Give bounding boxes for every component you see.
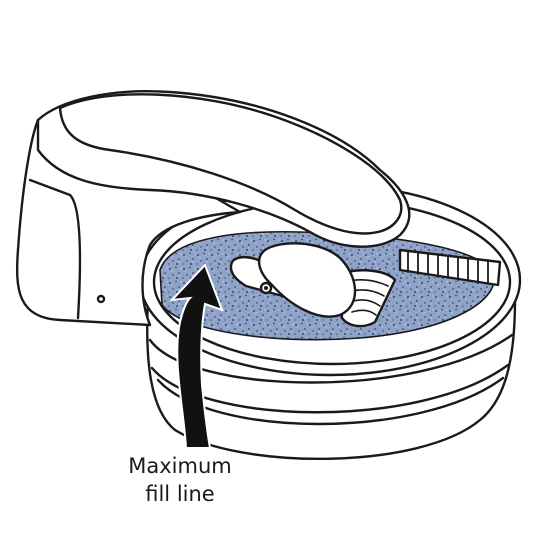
fill-line-label-line2: fill line [145,482,215,506]
curved-up-arrow [169,263,224,449]
fill-line-label: Maximum fill line [90,452,270,508]
rotating-arm [257,242,357,318]
fill-line-label-line1: Maximum [128,454,232,478]
motor-housing [15,90,411,327]
rake-comb [398,248,502,287]
